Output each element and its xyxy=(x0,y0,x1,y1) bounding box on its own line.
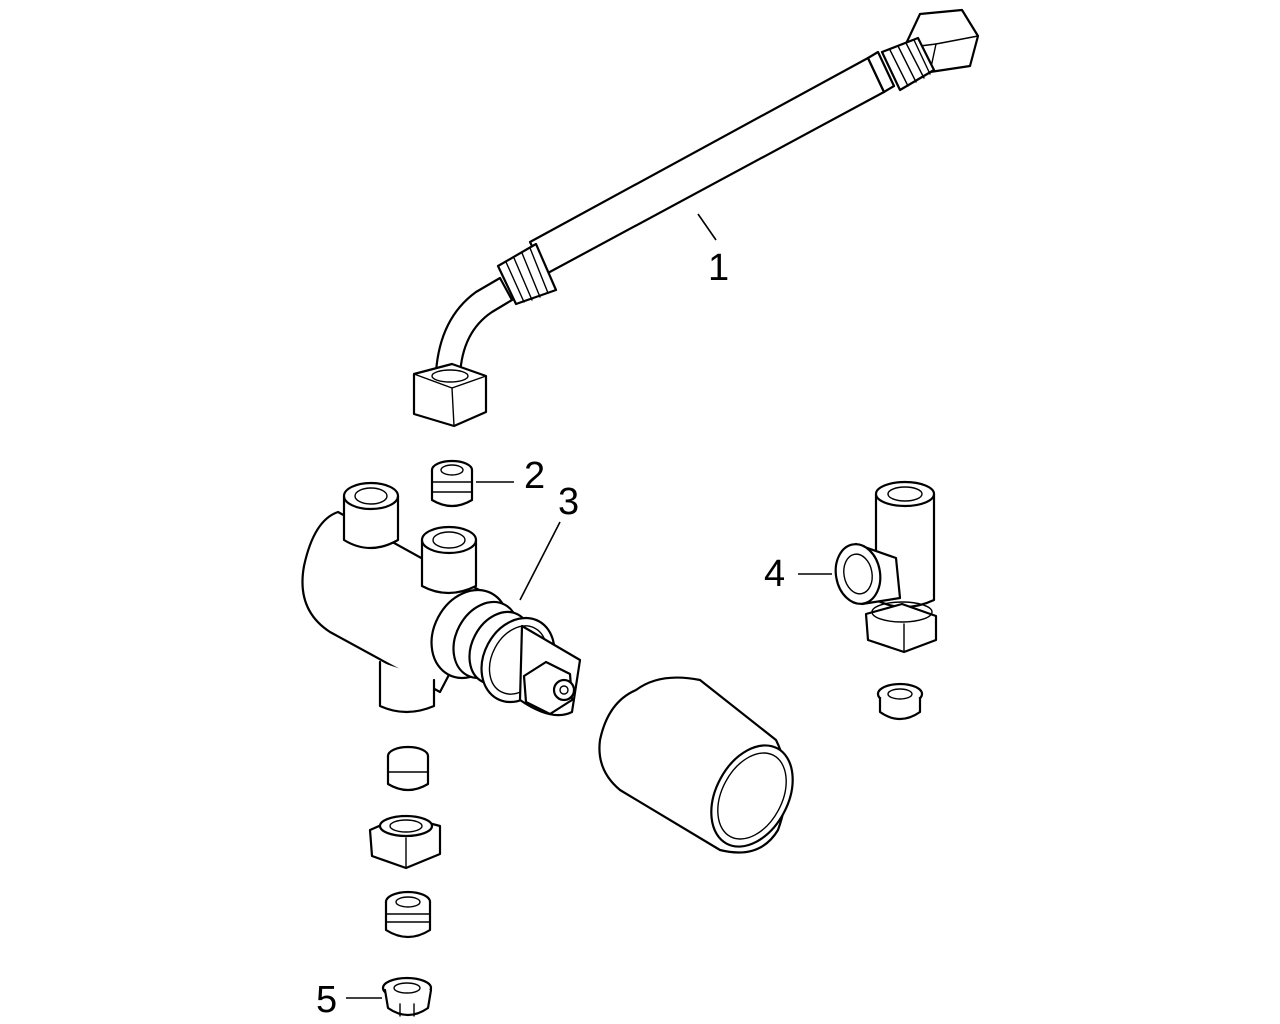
cover-cap xyxy=(598,676,794,854)
callout-1: 1 xyxy=(708,247,729,289)
callout-4: 4 xyxy=(764,553,785,595)
leader-line-1 xyxy=(697,213,717,241)
callout-3: 3 xyxy=(558,481,579,523)
lower-compression-parts xyxy=(368,745,442,939)
part-4-tee-fitting xyxy=(834,480,938,721)
part-3-valve-body xyxy=(301,481,582,717)
part-2-check-insert xyxy=(430,459,474,508)
callout-5: 5 xyxy=(316,979,337,1021)
callout-2: 2 xyxy=(524,455,545,497)
part-1-flex-hose xyxy=(412,8,980,428)
leader-line-3 xyxy=(519,521,561,601)
part-5-check-insert xyxy=(381,976,433,1017)
